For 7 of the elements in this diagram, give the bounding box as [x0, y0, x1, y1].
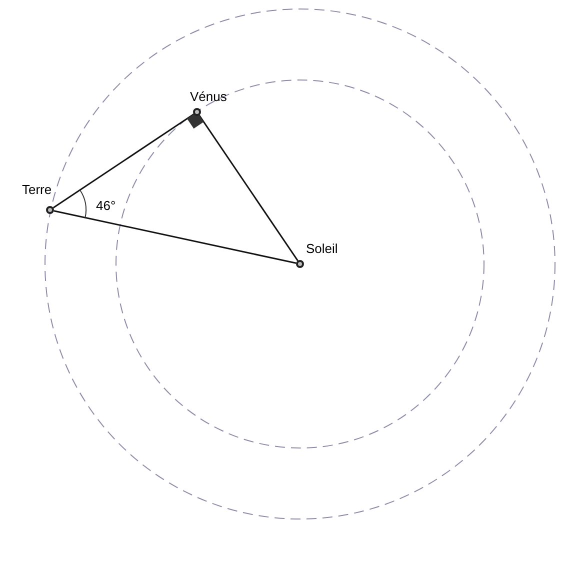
- line: [52, 114, 194, 208]
- line: [198, 114, 298, 262]
- angle-label: 46°: [96, 199, 116, 212]
- planet-label: Terre: [22, 183, 52, 196]
- planet-label: Vénus: [190, 90, 227, 103]
- planet-label: Soleil: [306, 242, 338, 255]
- line: [54, 210, 296, 264]
